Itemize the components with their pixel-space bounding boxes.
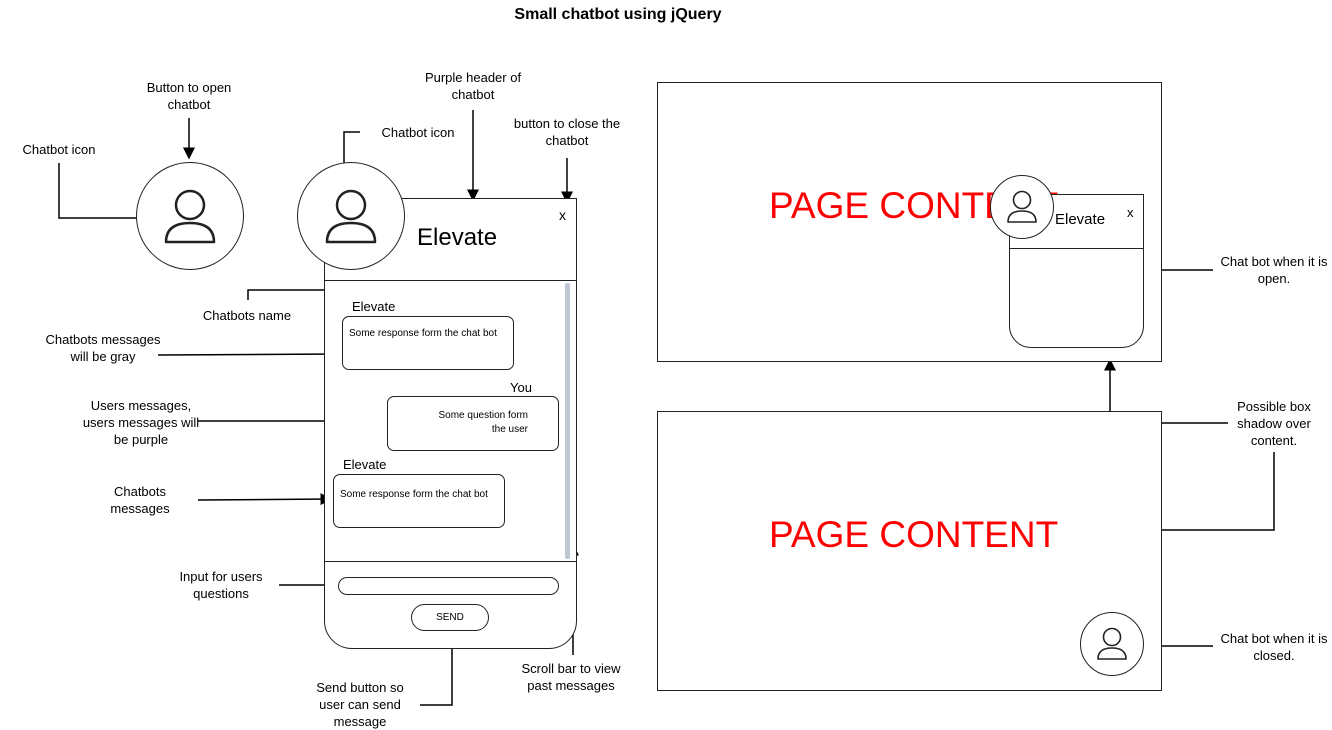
page-content-text: PAGE CONTENT	[769, 514, 1059, 555]
close-button[interactable]: x	[559, 207, 566, 223]
page-open-state: PAGE CONTENT Elevate x	[657, 82, 1162, 362]
user-icon	[1007, 190, 1037, 223]
user-icon	[325, 189, 377, 244]
mini-chat-avatar	[990, 175, 1054, 239]
note-box-shadow: Possible box shadow over content.	[1237, 399, 1311, 448]
note-closed-state: Chat bot when it is closed.	[1220, 631, 1328, 663]
note-open-state: Chat bot when it is open.	[1220, 254, 1328, 286]
user-icon	[164, 189, 216, 244]
user-message-bubble: Some question form the user	[387, 396, 559, 451]
mini-chat-window: Elevate x	[1009, 194, 1144, 348]
note-purple-header: Purple header of chatbot	[424, 70, 522, 102]
note-input: Input for users questions	[179, 569, 263, 601]
send-button[interactable]: SEND	[411, 604, 489, 631]
message-sender: Elevate	[352, 299, 396, 314]
closed-chat-button[interactable]	[1080, 612, 1144, 676]
note-bot-messages: Chatbots messages	[110, 484, 170, 516]
chat-header-title: Elevate	[417, 224, 498, 251]
diagram-title: Small chatbot using jQuery	[514, 6, 722, 23]
bot-message-bubble: Some response form the chat bot	[342, 316, 514, 370]
arrow-bot-gray	[157, 348, 343, 361]
mini-chat-title: Elevate	[1055, 211, 1106, 228]
user-message-text: Some question form the user	[438, 410, 529, 435]
scrollbar[interactable]	[565, 283, 570, 559]
user-icon	[1097, 627, 1127, 660]
note-send-button: Send button so user can send message	[316, 680, 404, 729]
note-chatbot-icon: Chatbot icon	[22, 142, 96, 157]
message-input[interactable]	[338, 577, 559, 595]
input-divider	[325, 561, 576, 562]
note-open-button: Button to open chatbot	[146, 80, 232, 112]
chat-header	[325, 199, 576, 281]
mini-chat-header	[1010, 195, 1143, 249]
note-bot-gray: Chatbots messages will be gray	[45, 332, 161, 364]
page-closed-state: PAGE CONTENT	[657, 411, 1162, 691]
note-user-purple: Users messages, users messages will be p…	[82, 398, 200, 447]
arrow-bot-messages	[197, 493, 333, 506]
message-sender: Elevate	[343, 457, 387, 472]
bot-message-bubble: Some response form the chat bot	[333, 474, 505, 528]
message-sender: You	[510, 380, 532, 395]
note-scroll-bar: Scroll bar to view past messages	[521, 661, 621, 693]
note-chatbot-icon-2: Chatbot icon	[381, 125, 455, 140]
note-chatbots-name: Chatbots name	[202, 308, 292, 323]
open-chatbot-button[interactable]	[136, 162, 244, 270]
note-close-button: button to close the chatbot	[513, 116, 621, 148]
mini-close-button[interactable]: x	[1127, 205, 1134, 220]
chat-header-avatar	[297, 162, 405, 270]
